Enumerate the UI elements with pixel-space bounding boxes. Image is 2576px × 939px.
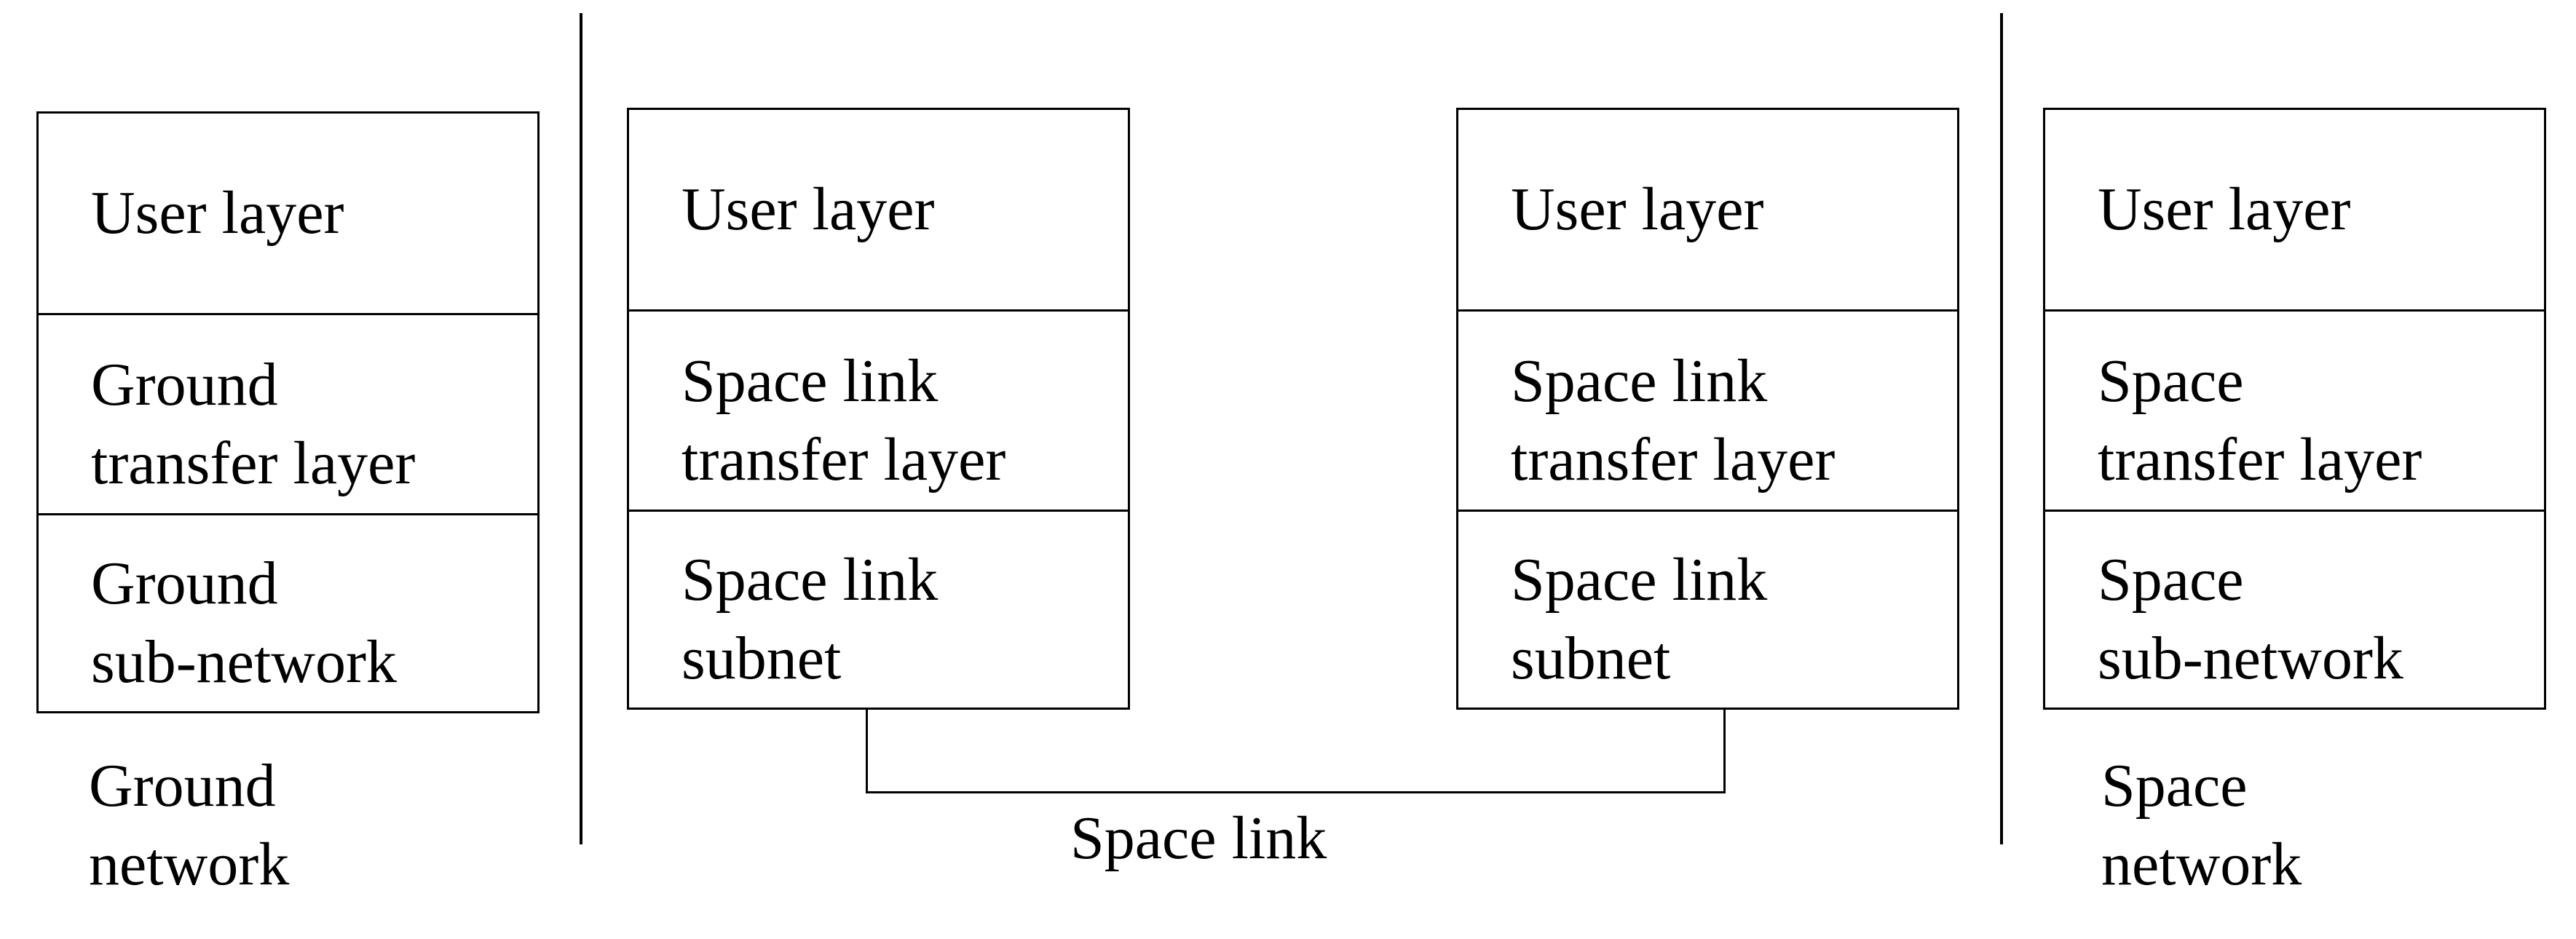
layer-label: User layer (1511, 175, 1764, 243)
layer-label-line1: Ground (91, 550, 278, 617)
layer-label-line1: Space (2098, 546, 2244, 614)
layer-label: User layer (91, 179, 344, 247)
ground-transfer-layer-cell: Ground transfer layer (39, 313, 537, 513)
layer-label-line2: sub-network (91, 628, 397, 696)
space-link-connector-right (1723, 710, 1726, 793)
separator-left (580, 13, 582, 844)
layer-label: User layer (681, 175, 935, 243)
layer-label-line2: subnet (681, 625, 842, 692)
ground-sub-network-cell: Ground sub-network (39, 513, 537, 711)
separator-right (2000, 13, 2003, 844)
layer-label-line2: transfer layer (681, 426, 1006, 494)
space-link-connector (866, 791, 1726, 793)
space-sub-network-cell: Space sub-network (2045, 510, 2544, 708)
caption-line1: Ground (89, 752, 276, 820)
space-transfer-layer-cell: Space transfer layer (2045, 309, 2544, 510)
ground-network-caption: Ground network (89, 747, 289, 904)
layer-label-line2: transfer layer (91, 429, 416, 497)
space-link-connector-left (866, 710, 868, 793)
layer-label-line2: sub-network (2098, 625, 2403, 692)
layer-label-line2: subnet (1511, 625, 1671, 692)
layer-label: User layer (2098, 175, 2351, 243)
caption-line1: Space (2101, 752, 2248, 820)
space-link-subnet-cell: Space link subnet (1458, 510, 1957, 708)
space-link-transfer-layer-cell: Space link transfer layer (1458, 309, 1957, 510)
user-layer-cell: User layer (629, 110, 1128, 309)
layer-label-line1: Space link (1511, 347, 1768, 415)
space-network-caption: Space network (2101, 747, 2302, 904)
caption-line2: network (2101, 831, 2302, 898)
user-layer-cell: User layer (2045, 110, 2544, 309)
layer-label-line1: Space (2098, 347, 2244, 415)
layer-label-line2: transfer layer (1511, 426, 1836, 494)
caption-line2: network (89, 831, 290, 898)
user-layer-cell: User layer (1458, 110, 1957, 309)
space-link-stack-left: User layer Space link transfer layer Spa… (627, 108, 1130, 710)
user-layer-cell: User layer (39, 114, 537, 313)
layer-label-line1: Space link (681, 546, 939, 614)
ground-network-stack: User layer Ground transfer layer Ground … (36, 111, 540, 713)
space-link-stack-right: User layer Space link transfer layer Spa… (1456, 108, 1959, 710)
layer-label-line1: Ground (91, 351, 278, 419)
layer-label-line1: Space link (681, 347, 939, 415)
space-link-transfer-layer-cell: Space link transfer layer (629, 309, 1128, 510)
layer-label-line1: Space link (1511, 546, 1768, 614)
layer-label-line2: transfer layer (2098, 426, 2422, 494)
space-link-subnet-cell: Space link subnet (629, 510, 1128, 708)
space-link-label: Space link (1070, 804, 1327, 872)
space-network-stack: User layer Space transfer layer Space su… (2043, 108, 2546, 710)
